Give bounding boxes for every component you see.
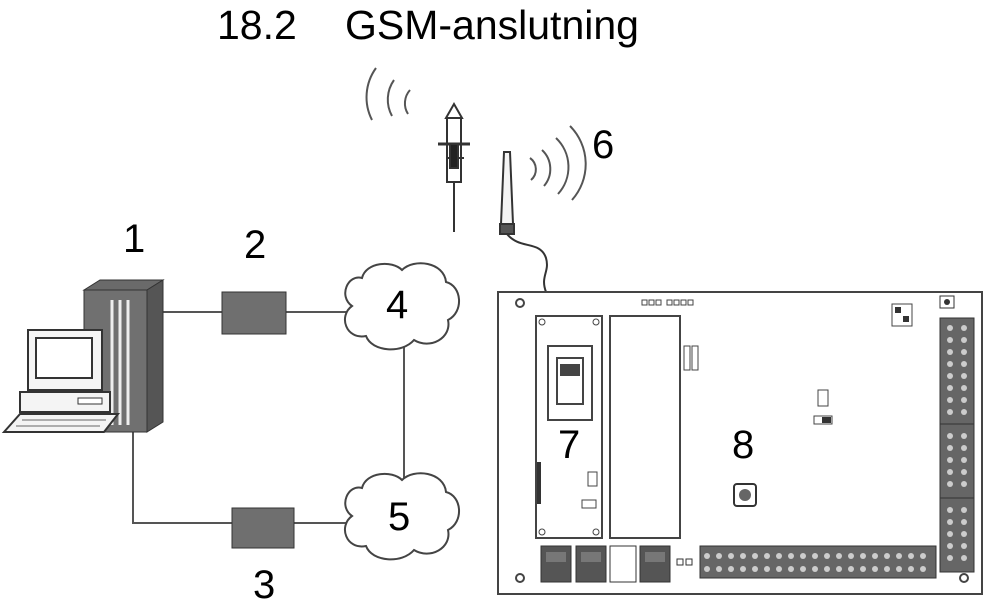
section-number: 18.2: [217, 2, 297, 48]
label-7: 7: [558, 423, 580, 467]
label-2: 2: [244, 223, 266, 267]
terminal-strip-right: [939, 317, 975, 573]
cloud-5-icon: [344, 472, 460, 561]
cloud-4-icon: [344, 262, 460, 351]
gsm-module: [535, 315, 603, 539]
connection-lines: [132, 311, 405, 524]
radio-waves-right-icon: [529, 125, 587, 201]
label-4: 4: [386, 283, 408, 327]
rj45-connectors: [540, 545, 693, 583]
modem-3-icon: [231, 507, 295, 549]
modem-2-icon: [221, 291, 287, 335]
label-6: 6: [592, 123, 614, 167]
label-5: 5: [388, 495, 410, 539]
gsm-antenna-icon: [499, 151, 555, 307]
label-3: 3: [253, 563, 275, 607]
gsm-tower-icon: [438, 101, 470, 232]
page-title: 18.2 GSM-anslutning: [0, 2, 987, 62]
board-button-icon: [733, 483, 757, 507]
terminal-strip-bottom: [699, 545, 937, 579]
section-title: GSM-anslutning: [345, 2, 639, 48]
radio-waves-left-icon: [365, 67, 411, 121]
control-panel-board: [497, 291, 983, 595]
computer-icon: [1, 279, 165, 433]
label-8: 8: [732, 423, 754, 467]
label-1: 1: [123, 217, 145, 261]
